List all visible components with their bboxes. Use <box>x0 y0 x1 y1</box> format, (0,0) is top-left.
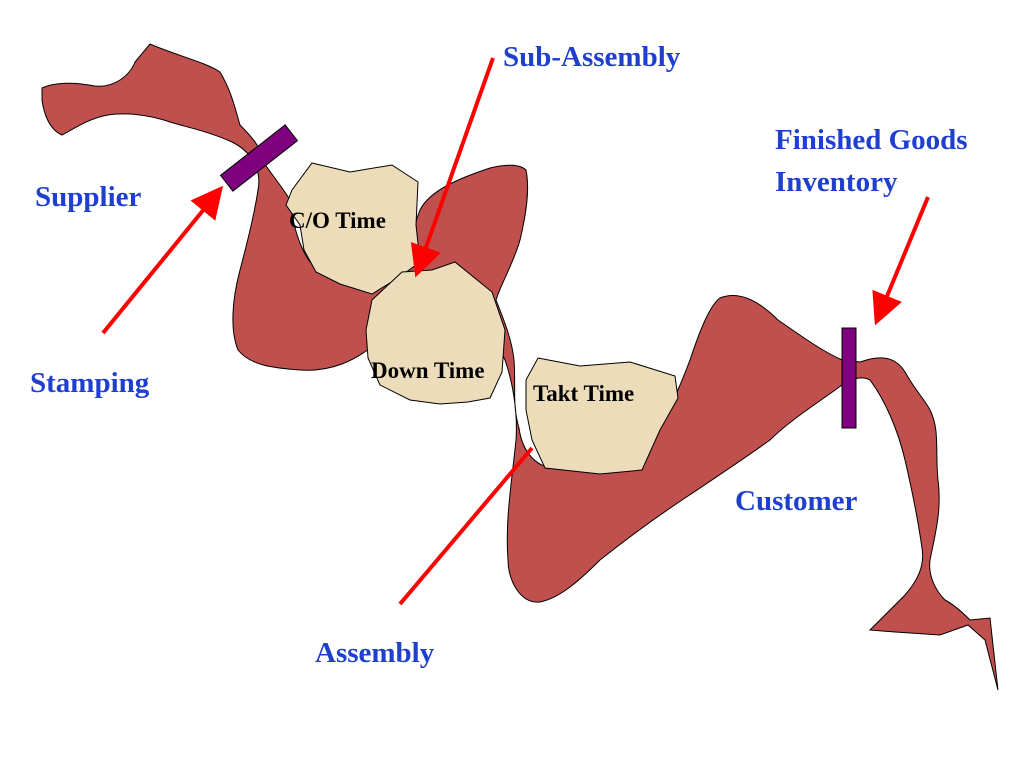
label-supplier: Supplier <box>35 181 141 213</box>
rock-co-time <box>285 162 421 295</box>
finished-goods-inventory-bar <box>841 327 857 429</box>
stamping-arrow <box>101 185 224 335</box>
label-finished-goods-line1: Finished Goods <box>775 124 968 156</box>
label-stamping: Stamping <box>30 367 150 399</box>
supplier-inventory-bar <box>219 124 299 192</box>
rock-takt-time <box>525 357 679 475</box>
sub-assembly-arrow <box>410 57 495 278</box>
label-customer: Customer <box>735 485 858 517</box>
rock-label-co-time: C/O Time <box>289 208 386 233</box>
rock-label-down-time: Down Time <box>371 358 485 383</box>
finished-goods-arrow <box>872 196 930 326</box>
assembly-arrow <box>398 446 534 606</box>
rock-label-takt-time: Takt Time <box>533 381 634 406</box>
label-sub-assembly: Sub-Assembly <box>503 41 681 73</box>
label-assembly: Assembly <box>315 637 435 669</box>
label-finished-goods-line2: Inventory <box>775 166 898 198</box>
